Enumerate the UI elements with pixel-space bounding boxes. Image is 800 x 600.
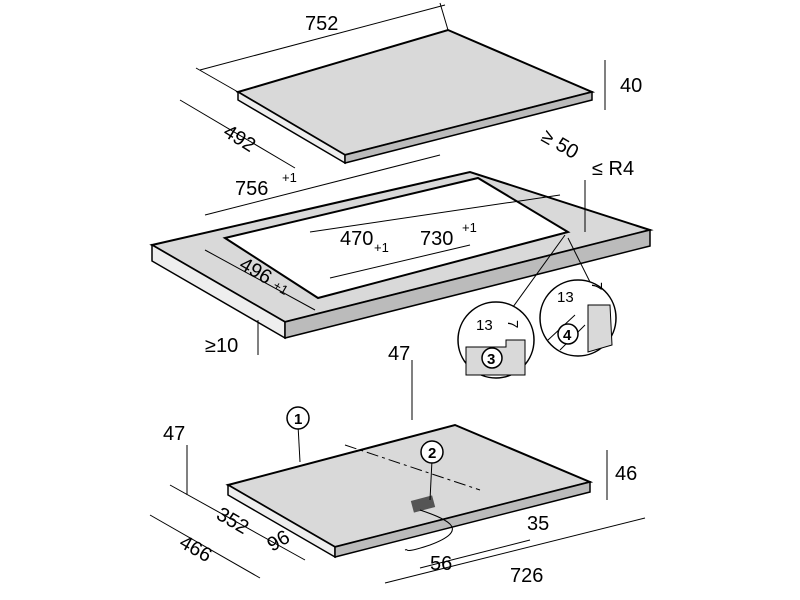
dim-726: 726 — [510, 565, 543, 587]
bottom-hob — [149, 360, 646, 584]
callout-4: 4 — [563, 327, 572, 344]
detail-4: 4 13 7 — [539, 279, 617, 357]
dim-radius: ≤ R4 — [592, 158, 634, 180]
callout-2: 2 — [428, 445, 436, 462]
dim-470-tol: +1 — [374, 240, 389, 255]
dim-46: 46 — [615, 463, 637, 485]
dim-352: 352 — [213, 503, 253, 539]
dim-rear-47: 47 — [388, 343, 410, 365]
dim-clearance-50: ≥ 50 — [538, 125, 583, 163]
top-hob — [179, 2, 606, 169]
dim-left-47: 47 — [163, 423, 185, 445]
dim-730-tol: +1 — [462, 220, 477, 235]
dim-730: 730 — [420, 228, 453, 250]
dim-492: 492 — [219, 121, 259, 157]
dim-470: 470 — [340, 228, 373, 250]
callout-3: 3 — [487, 351, 495, 368]
dim-466: 466 — [176, 531, 216, 567]
countertop — [149, 154, 654, 355]
dim-496-tol: +1 — [271, 278, 291, 298]
callout-1: 1 — [294, 411, 302, 428]
dim-clearance-10: ≥10 — [205, 335, 238, 357]
dim-752: 752 — [305, 13, 338, 35]
dim-40: 40 — [620, 75, 642, 97]
dim-35: 35 — [527, 513, 549, 535]
detail-3: 3 13 7 — [457, 301, 535, 379]
detail-3-height: 7 — [504, 320, 521, 328]
dim-56: 56 — [430, 553, 452, 575]
dim-756-tol: +1 — [282, 170, 297, 185]
detail-3-width: 13 — [476, 317, 493, 334]
dim-756: 756 — [235, 178, 268, 200]
detail-4-height: 7 — [588, 282, 605, 290]
detail-4-width: 13 — [557, 289, 574, 306]
